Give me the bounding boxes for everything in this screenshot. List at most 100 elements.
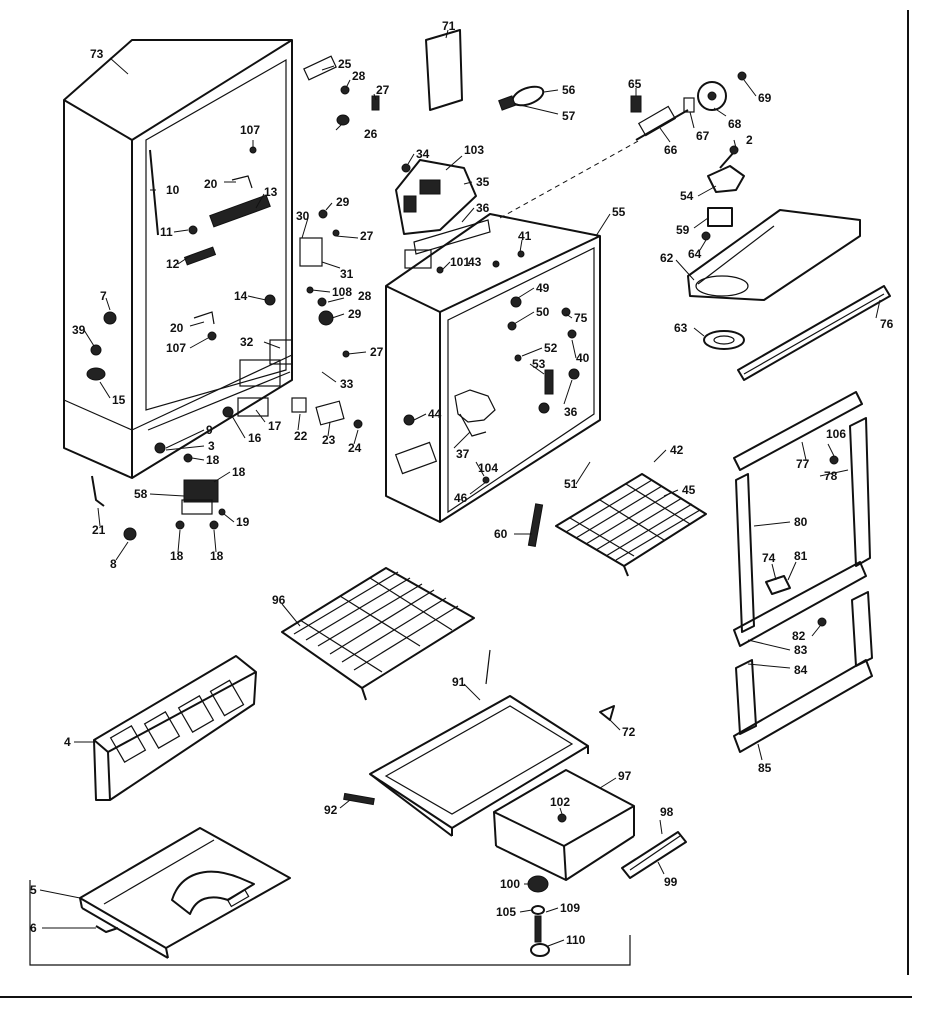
label-110: 110 — [566, 933, 586, 947]
label-18: 18 — [232, 465, 246, 479]
label-107: 107 — [166, 341, 186, 355]
label-78: 78 — [824, 469, 838, 483]
label-83: 83 — [794, 643, 808, 657]
label-105: 105 — [496, 905, 516, 919]
label-17: 17 — [268, 419, 282, 433]
label-55: 55 — [612, 205, 626, 219]
label-51: 51 — [564, 477, 578, 491]
page-frame — [0, 10, 912, 998]
label-99: 99 — [664, 875, 678, 889]
label-29: 29 — [348, 307, 362, 321]
label-84: 84 — [794, 663, 808, 677]
upper-components — [395, 29, 641, 255]
label-36: 36 — [564, 405, 578, 419]
label-35: 35 — [476, 175, 490, 189]
label-34: 34 — [416, 147, 430, 161]
label-57: 57 — [562, 109, 576, 123]
glass-shelf-and-crisper — [343, 695, 687, 881]
label-18: 18 — [210, 549, 224, 563]
label-65: 65 — [628, 77, 642, 91]
label-11: 11 — [160, 225, 173, 239]
label-58: 58 — [134, 487, 148, 501]
label-27: 27 — [370, 345, 384, 359]
label-63: 63 — [674, 321, 688, 335]
label-14: 14 — [234, 289, 248, 303]
label-39: 39 — [72, 323, 86, 337]
label-28: 28 — [352, 69, 366, 83]
label-60: 60 — [494, 527, 508, 541]
label-21: 21 — [92, 523, 106, 537]
label-23: 23 — [322, 433, 336, 447]
label-107: 107 — [240, 123, 260, 137]
label-66: 66 — [664, 143, 678, 157]
label-64: 64 — [688, 247, 702, 261]
label-98: 98 — [660, 805, 674, 819]
label-45: 45 — [682, 483, 696, 497]
label-43: 43 — [468, 255, 482, 269]
shelf-45-grid — [555, 473, 707, 577]
label-106: 106 — [826, 427, 846, 441]
label-27: 27 — [360, 229, 374, 243]
label-75: 75 — [574, 311, 588, 325]
label-54: 54 — [680, 189, 694, 203]
label-73: 73 — [90, 47, 104, 61]
label-32: 32 — [240, 335, 254, 349]
label-31: 31 — [340, 267, 354, 281]
label-101: 101 — [450, 255, 470, 269]
label-68: 68 — [728, 117, 742, 131]
label-82: 82 — [792, 629, 806, 643]
label-18: 18 — [206, 453, 220, 467]
label-71: 71 — [442, 19, 456, 33]
label-22: 22 — [294, 429, 308, 443]
cabinet-shell — [63, 39, 380, 541]
wire-shelves — [281, 473, 707, 701]
label-30: 30 — [296, 209, 310, 223]
label-76: 76 — [880, 317, 894, 331]
label-59: 59 — [676, 223, 690, 237]
label-53: 53 — [532, 357, 546, 371]
label-2: 2 — [746, 133, 753, 147]
label-36: 36 — [476, 201, 490, 215]
label-108: 108 — [332, 285, 352, 299]
label-85: 85 — [758, 761, 772, 775]
label-91: 91 — [452, 675, 466, 689]
label-7: 7 — [100, 289, 107, 303]
label-8: 8 — [110, 557, 117, 571]
label-92: 92 — [324, 803, 338, 817]
front-grille — [93, 655, 257, 801]
label-19: 19 — [236, 515, 250, 529]
label-24: 24 — [348, 441, 362, 455]
label-25: 25 — [338, 57, 352, 71]
door-gasket-panels — [733, 391, 873, 753]
label-44: 44 — [428, 407, 442, 421]
label-49: 49 — [536, 281, 550, 295]
label-20: 20 — [204, 177, 218, 191]
label-104: 104 — [478, 461, 498, 475]
label-103: 103 — [464, 143, 484, 157]
leader-lines — [39, 29, 881, 947]
shelf-96-grid — [281, 567, 475, 701]
label-102: 102 — [550, 795, 570, 809]
label-13: 13 — [264, 185, 278, 199]
label-46: 46 — [454, 491, 468, 505]
label-20: 20 — [170, 321, 184, 335]
label-109: 109 — [560, 901, 580, 915]
label-5: 5 — [30, 883, 37, 897]
label-37: 37 — [456, 447, 470, 461]
label-56: 56 — [562, 83, 576, 97]
label-4: 4 — [64, 735, 71, 749]
label-52: 52 — [544, 341, 558, 355]
label-18: 18 — [170, 549, 184, 563]
label-29: 29 — [336, 195, 350, 209]
control-assembly — [630, 71, 891, 381]
base-pan — [79, 827, 291, 959]
label-41: 41 — [518, 229, 532, 243]
label-62: 62 — [660, 251, 674, 265]
label-15: 15 — [112, 393, 126, 407]
label-96: 96 — [272, 593, 286, 607]
label-74: 74 — [762, 551, 776, 565]
label-77: 77 — [796, 457, 810, 471]
label-42: 42 — [670, 443, 684, 457]
label-10: 10 — [166, 183, 180, 197]
label-9: 9 — [206, 423, 213, 437]
